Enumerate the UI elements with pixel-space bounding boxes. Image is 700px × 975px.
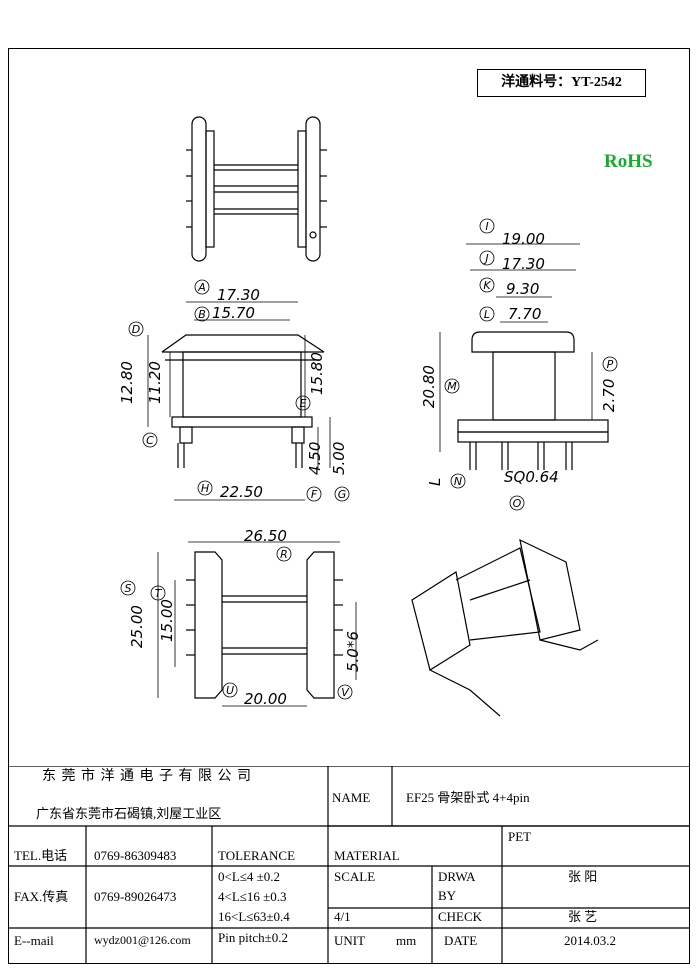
label-b: B	[198, 308, 206, 321]
dim-d-value: 12.80	[118, 361, 136, 404]
email-value: wydz001@126.com	[94, 933, 191, 947]
bottom-view	[186, 551, 343, 699]
dim-s-value: 25.00	[128, 605, 146, 648]
email-label: E--mail	[14, 933, 54, 948]
label-e: E	[300, 397, 307, 410]
date-value: 2014.03.2	[564, 933, 616, 948]
title-block-grid	[8, 766, 690, 964]
front-view	[161, 334, 325, 468]
unit-label: UNIT	[334, 933, 366, 948]
tolerance-row-2: 4<L≤16 ±0.3	[218, 889, 287, 904]
scale-value: 4/1	[334, 909, 351, 924]
label-g: G	[338, 488, 347, 501]
part-number-box: 洋通料号：YT-2542	[477, 69, 646, 97]
label-n: N	[454, 475, 462, 488]
dim-n-value: L	[426, 478, 444, 486]
dim-j-value: 17.30	[502, 255, 545, 273]
label-l: L	[484, 308, 490, 321]
dim-t-value: 15.00	[158, 599, 176, 642]
material-value: PET	[508, 829, 532, 844]
tel-value: 0769-86309483	[94, 848, 177, 863]
label-p: P	[607, 358, 614, 371]
tolerance-row-1: 0<L≤4 ±0.2	[218, 869, 281, 884]
label-i: I	[485, 220, 488, 233]
tel-label: TEL.电话	[14, 848, 68, 863]
dim-m-value: 20.80	[420, 365, 438, 408]
label-m: M	[447, 380, 457, 393]
tolerance-row-3: 16<L≤63±0.4	[218, 909, 290, 924]
label-f: F	[311, 488, 318, 501]
label-t: T	[155, 587, 163, 600]
label-c: C	[146, 434, 154, 447]
fax-value: 0769-89026473	[94, 889, 177, 904]
drawn-value: 张 阳	[568, 869, 598, 884]
dim-f-value: 4.50	[306, 442, 324, 475]
check-label: CHECK	[438, 909, 483, 924]
dim-l-value: 7.70	[508, 305, 541, 323]
dim-c-value: 11.20	[146, 361, 164, 404]
title-block: 东 莞 市 洋 通 电 子 有 限 公 司 广东省东莞市石碣镇,刘屋工业区 NA…	[8, 766, 690, 964]
company-address: 广东省东莞市石碣镇,刘屋工业区	[36, 806, 222, 821]
label-u: U	[226, 684, 234, 697]
drawing-sheet	[8, 48, 690, 964]
isometric-view	[411, 538, 599, 717]
dim-h-value: 22.50	[220, 483, 263, 501]
top-view	[186, 116, 327, 262]
company-name: 东 莞 市 洋 通 电 子 有 限 公 司	[42, 769, 252, 784]
tolerance-label: TOLERANCE	[218, 848, 296, 863]
material-label: MATERIAL	[334, 848, 400, 863]
name-label: NAME	[332, 790, 371, 805]
dim-u-value: 20.00	[244, 690, 287, 708]
label-v: V	[341, 686, 350, 699]
fax-label: FAX.传真	[14, 889, 69, 904]
label-a: A	[197, 281, 206, 294]
label-k: K	[483, 279, 491, 292]
name-value: EF25 骨架卧式 4+4pin	[406, 790, 530, 805]
side-view	[457, 331, 609, 470]
label-r: R	[280, 548, 288, 561]
label-s: S	[125, 582, 132, 595]
unit-value: mm	[396, 933, 417, 948]
check-value: 张 艺	[568, 909, 598, 924]
dim-r-value: 26.50	[244, 527, 287, 545]
label-j: J	[483, 252, 488, 265]
dim-a-value: 17.30	[217, 286, 260, 304]
dim-k-value: 9.30	[506, 280, 539, 298]
technical-drawing: 17.30 15.70 22.50 12.80 11.20 15.80 4.50…	[118, 116, 618, 717]
label-d: D	[132, 323, 140, 336]
dim-v-value: 5.0*6	[344, 631, 362, 672]
dim-p-value: 2.70	[600, 379, 618, 412]
date-label: DATE	[444, 933, 478, 948]
label-o: O	[513, 497, 522, 510]
drawn-label-2: BY	[438, 888, 457, 903]
dim-b-value: 15.70	[212, 304, 255, 322]
rohs-mark: RoHS	[604, 151, 653, 172]
scale-label: SCALE	[334, 869, 376, 884]
tolerance-row-4: Pin pitch±0.2	[218, 930, 288, 945]
dim-i-value: 19.00	[502, 230, 545, 248]
drawn-label-1: DRWA	[438, 869, 476, 884]
dim-e-value: 15.80	[308, 352, 326, 395]
label-h: H	[201, 482, 209, 495]
dim-o-value: SQ0.64	[504, 468, 559, 486]
dim-g-value: 5.00	[330, 442, 348, 475]
